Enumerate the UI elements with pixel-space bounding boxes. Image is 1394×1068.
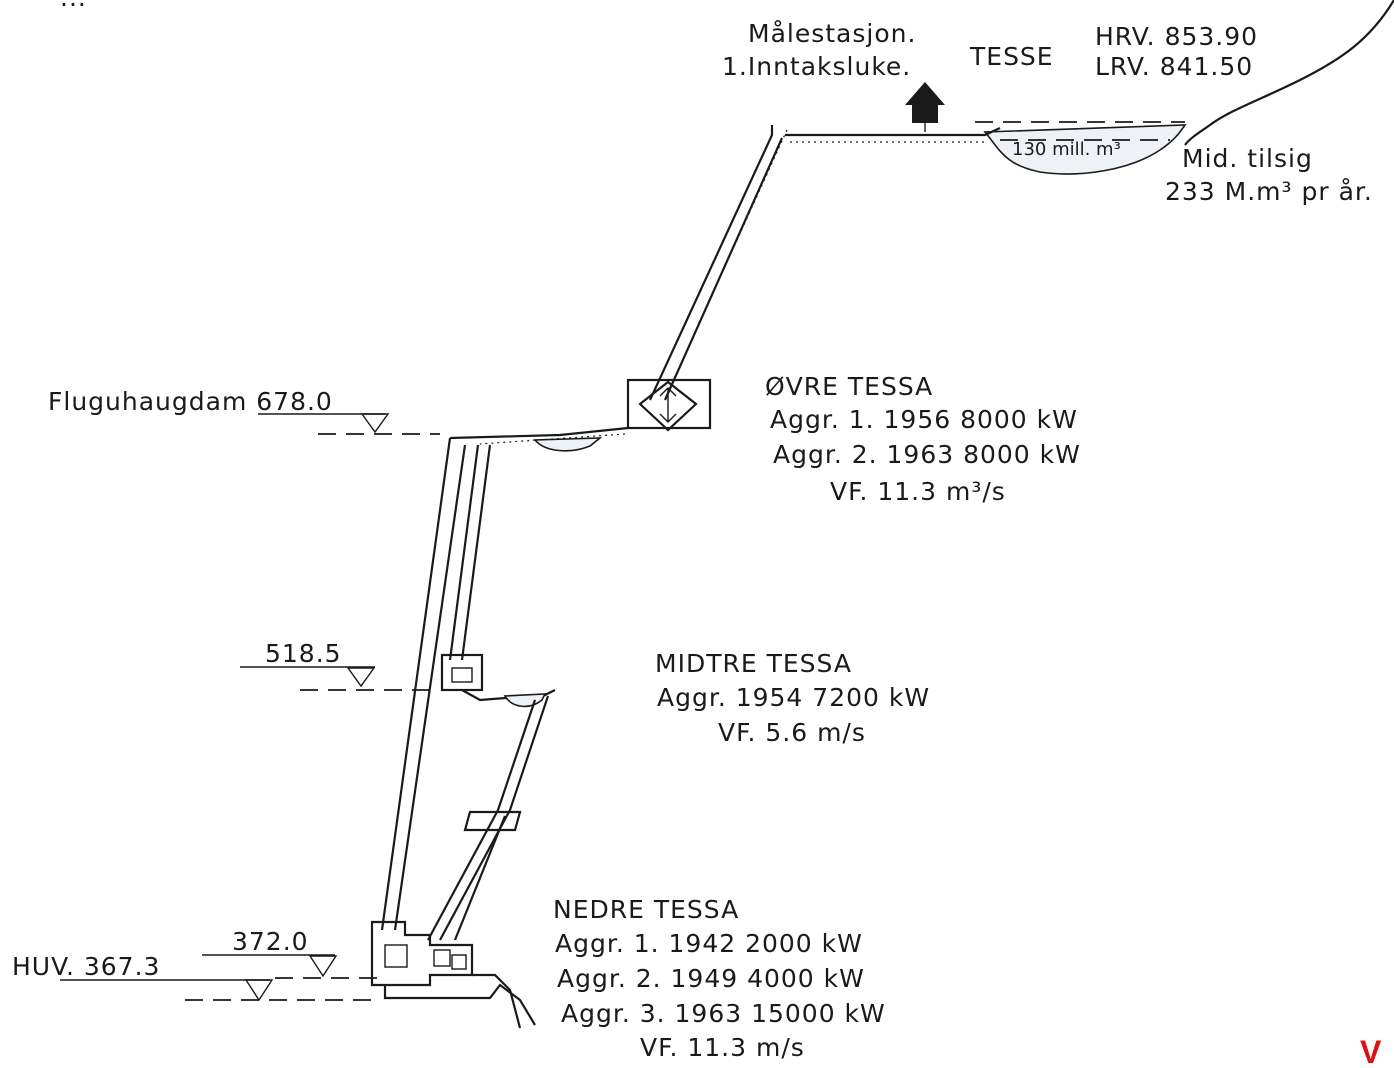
- nedre-aggr1: Aggr. 1. 1942 2000 kW: [555, 929, 863, 958]
- nedre-unit-2: [433, 949, 451, 967]
- fluguhaugdam-level-mark: [360, 413, 390, 434]
- ovre-aggr1: Aggr. 1. 1956 8000 kW: [770, 405, 1078, 434]
- reservoir-station-line2: 1.Inntaksluke.: [722, 52, 911, 81]
- upper-penstock-a: [649, 125, 774, 401]
- station-house-body: [912, 103, 938, 123]
- nedre-riverbank: [472, 973, 522, 1029]
- reservoir-inflow-line2: 233 M.m³ pr år.: [1165, 177, 1373, 206]
- reservoir-volume: 130 mill. m³: [1012, 139, 1121, 160]
- reservoir-inflow-line1: Mid. tilsig: [1182, 144, 1313, 173]
- reservoir-hrv: HRV. 853.90: [1095, 22, 1258, 51]
- station-house-roof: [905, 82, 945, 105]
- nedre-level-label: 372.0: [232, 927, 309, 956]
- long-penstock-b: [393, 444, 467, 931]
- huv-level-mark: [244, 979, 274, 1002]
- lower-penstock-b: [427, 699, 537, 941]
- midtre-station-box: [440, 653, 484, 692]
- nedre-aggr2: Aggr. 2. 1949 4000 kW: [557, 964, 865, 993]
- midtre-pool: [503, 693, 547, 708]
- lower-penstock-c: [453, 815, 507, 941]
- nedre-level-mark: [308, 955, 338, 978]
- midtre-penstock-a: [448, 444, 480, 661]
- reservoir-lrv: LRV. 841.50: [1095, 52, 1253, 81]
- ovre-station-arrow: [659, 387, 677, 423]
- upper-penstock-b: [663, 137, 784, 401]
- fluguhaugdam-pool: [533, 437, 603, 452]
- fluguhaugdam-label: Fluguhaugdam 678.0: [48, 387, 333, 416]
- reservoir-ground: [785, 127, 1001, 137]
- mountain-slope: [1184, 0, 1394, 146]
- ovre-name: ØVRE TESSA: [765, 372, 933, 401]
- lower-penstock-a: [439, 695, 550, 941]
- nedre-station-outline: [370, 920, 474, 987]
- nedre-unit-1: [384, 944, 408, 968]
- reservoir-station-line1: Målestasjon.: [748, 19, 916, 48]
- long-penstock-a: [380, 437, 452, 931]
- ovre-tailrace: [449, 426, 629, 440]
- ovre-vf: VF. 11.3 m³/s: [830, 477, 1006, 506]
- midtre-name: MIDTRE TESSA: [655, 649, 852, 678]
- ovre-station-symbol: [638, 380, 698, 432]
- midtre-station-unit: [451, 667, 473, 683]
- midtre-vf: VF. 5.6 m/s: [718, 718, 866, 747]
- nedre-unit-3: [451, 954, 467, 970]
- reservoir-name: TESSE: [969, 42, 1054, 71]
- midtre-penstock-b: [460, 444, 492, 661]
- nedre-aggr3: Aggr. 3. 1963 15000 kW: [561, 999, 886, 1028]
- nedre-name: NEDRE TESSA: [553, 895, 739, 924]
- huv-label: HUV. 367.3: [12, 952, 160, 981]
- midtre-level-mark: [346, 667, 376, 688]
- reservoir-tesse: [983, 124, 1187, 175]
- corner-red-text: V: [1360, 1034, 1382, 1063]
- nedre-vf: VF. 11.3 m/s: [640, 1033, 805, 1062]
- top-cut-text: ...: [60, 0, 87, 12]
- ovre-aggr2: Aggr. 2. 1963 8000 kW: [773, 440, 1081, 469]
- nedre-tailrace: [383, 983, 536, 1026]
- midtre-aggr: Aggr. 1954 7200 kW: [657, 683, 930, 712]
- midtre-level-label: 518.5: [265, 639, 342, 668]
- valve-chamber: [463, 810, 522, 832]
